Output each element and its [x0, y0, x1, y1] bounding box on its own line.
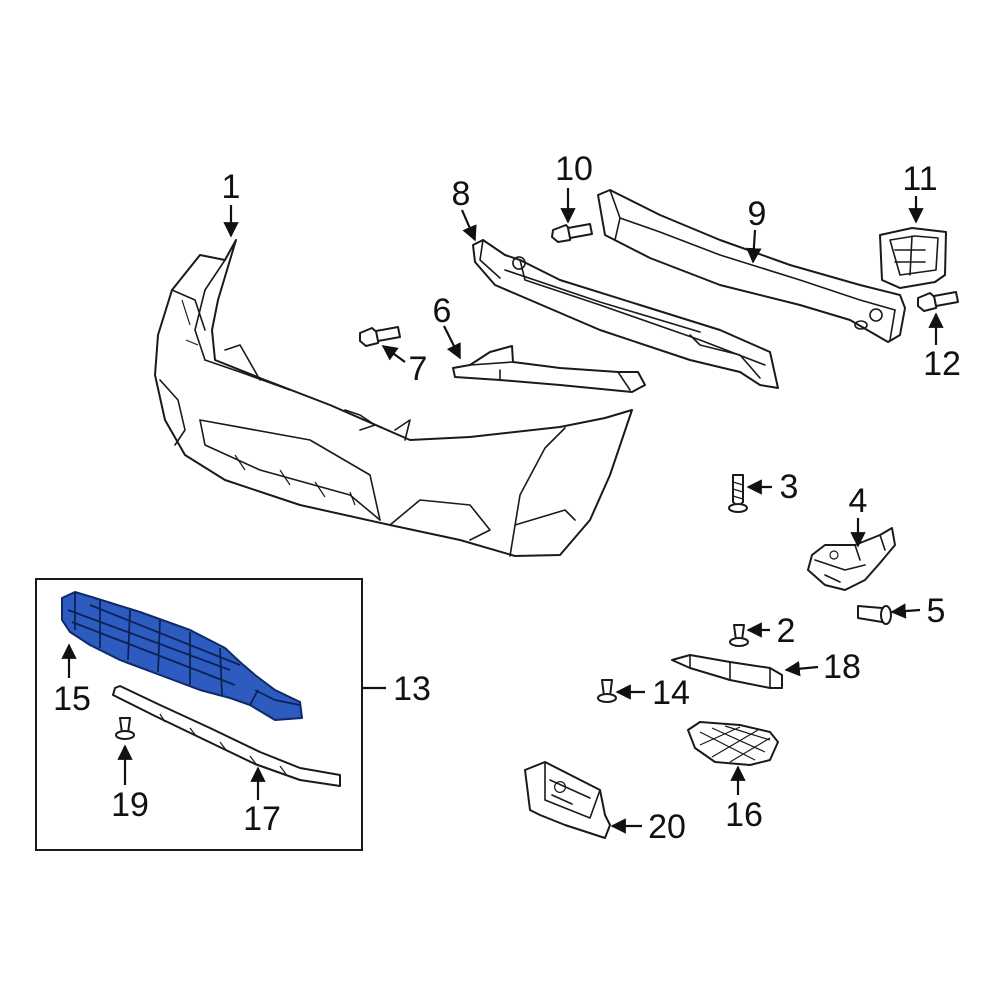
part-6-support[interactable] — [452, 345, 646, 393]
callout-8: 8 — [452, 175, 471, 213]
part-20-license-bracket[interactable] — [524, 761, 611, 839]
callout-12: 12 — [923, 345, 961, 383]
callout-6: 6 — [433, 292, 452, 330]
callout-10: 10 — [555, 150, 593, 188]
leader-lines — [61, 188, 944, 834]
part-18-bracket[interactable] — [671, 654, 783, 689]
callout-labels: 1 8 10 9 11 12 7 6 3 4 5 2 18 14 16 20 1… — [53, 150, 961, 846]
callout-9: 9 — [748, 195, 767, 233]
callout-11: 11 — [902, 160, 937, 198]
part-9-reinforcement[interactable] — [597, 189, 906, 343]
clip-14[interactable] — [597, 679, 617, 703]
part-17-molding[interactable] — [112, 685, 341, 787]
callout-1: 1 — [222, 168, 241, 206]
screw-3[interactable] — [728, 474, 748, 513]
screw-5[interactable] — [857, 605, 892, 625]
callout-16: 16 — [725, 796, 763, 834]
callout-2: 2 — [777, 612, 796, 650]
bolt-10[interactable] — [551, 223, 593, 243]
callout-7: 7 — [409, 350, 428, 388]
callout-13: 13 — [393, 670, 431, 708]
callout-4: 4 — [849, 482, 868, 520]
callout-20: 20 — [648, 808, 686, 846]
callout-3: 3 — [780, 468, 799, 506]
clip-2[interactable] — [729, 624, 749, 647]
callout-14: 14 — [652, 674, 690, 712]
part-4-side-bracket[interactable] — [807, 527, 896, 591]
part-8-absorber[interactable] — [472, 239, 779, 389]
bolt-12[interactable] — [917, 291, 959, 312]
callout-18: 18 — [823, 648, 861, 686]
callout-5: 5 — [927, 592, 946, 630]
group-13-box — [35, 578, 363, 851]
bolt-7[interactable] — [359, 326, 401, 347]
callout-17: 17 — [243, 800, 281, 838]
part-16-grille[interactable] — [687, 721, 779, 766]
part-bumper-cover[interactable] — [154, 239, 633, 557]
callout-15: 15 — [53, 680, 91, 718]
clip-19[interactable] — [115, 717, 135, 740]
callout-19: 19 — [111, 786, 149, 824]
part-11-bracket[interactable] — [879, 227, 947, 289]
part-15-lower-grille-highlighted[interactable] — [61, 591, 303, 721]
